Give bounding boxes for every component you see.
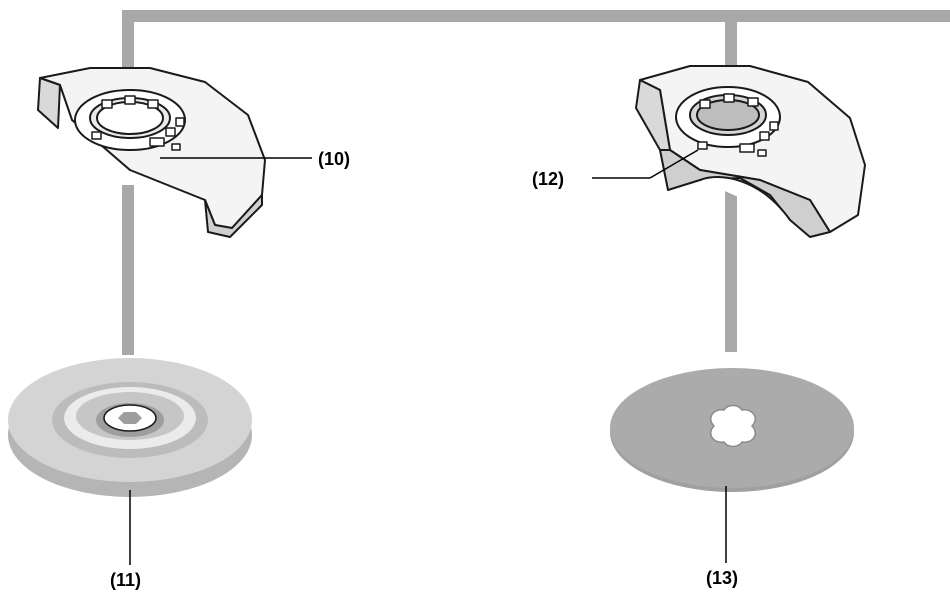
connector-right-lower bbox=[725, 190, 737, 352]
callout-label-13: (13) bbox=[706, 568, 738, 588]
callout-label-11: (11) bbox=[110, 570, 141, 590]
connector-right-upper bbox=[725, 10, 737, 80]
connector-left-upper bbox=[122, 10, 134, 80]
connector-lines bbox=[122, 10, 950, 355]
connector-top-bar bbox=[122, 10, 950, 22]
callout-label-12: (12) bbox=[532, 169, 564, 189]
backing-flange-icon bbox=[8, 358, 252, 497]
leader-lines bbox=[129, 149, 727, 565]
grinding-guard-icon bbox=[635, 65, 866, 238]
cutting-disc-icon bbox=[610, 368, 854, 492]
leader-line-12-tail bbox=[649, 149, 699, 179]
connector-left-lower bbox=[122, 185, 134, 355]
callout-label-10: (10) bbox=[318, 149, 350, 169]
cutting-guard-icon bbox=[37, 67, 266, 238]
